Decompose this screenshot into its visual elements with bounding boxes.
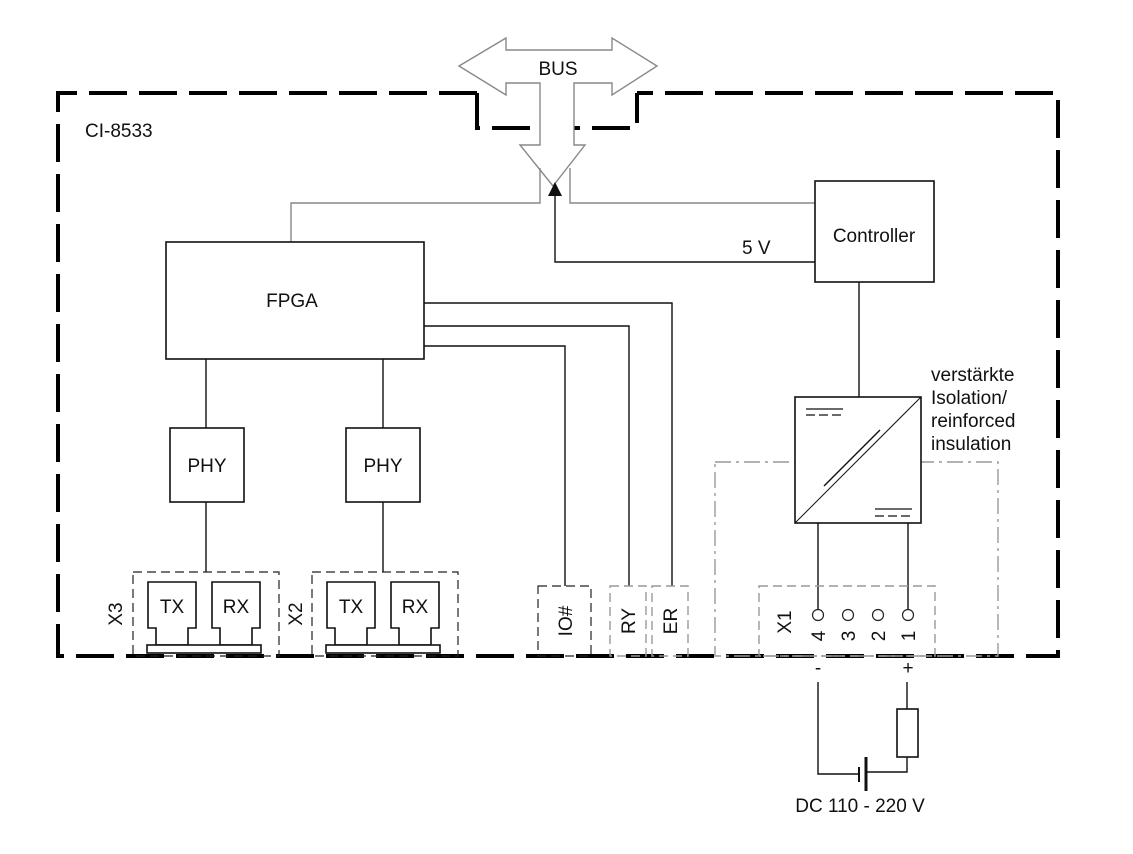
- fpga-block: [165, 241, 425, 360]
- isolation-note-line-4: insulation: [931, 434, 1011, 455]
- fpga-label: FPGA: [266, 291, 318, 312]
- plus-label: +: [902, 658, 913, 679]
- x3-label: X3: [106, 602, 127, 625]
- er-label: ER: [661, 608, 682, 634]
- power-supply-circuit: - + DC 110 - 220 V: [795, 658, 925, 817]
- wire-5v: [554, 196, 815, 263]
- isolation-note-line-3: reinforced: [931, 411, 1016, 432]
- device-label: CI-8533: [85, 121, 153, 142]
- dc-voltage-label: DC 110 - 220 V: [795, 796, 925, 817]
- controller-label: Controller: [833, 226, 916, 247]
- phy-left-label: PHY: [187, 456, 226, 477]
- controller-block: [814, 180, 935, 283]
- connector-ry: RY: [609, 585, 647, 657]
- isolation-note: verstärkte Isolation/ reinforced insulat…: [931, 365, 1016, 455]
- wire-controller-bus: [569, 168, 815, 204]
- isolation-note-line-2: Isolation/: [931, 388, 1008, 409]
- dcdc-converter-block: [794, 396, 922, 524]
- connector-er: ER: [651, 585, 689, 657]
- x1-label: X1: [775, 610, 796, 633]
- x1-pin-1-terminal: [901, 608, 915, 622]
- x1-pin-2-terminal: [871, 608, 885, 622]
- bus-arrow: BUS: [457, 36, 659, 188]
- io-label: IO#: [556, 605, 577, 636]
- arrow-up-icon: [548, 182, 562, 196]
- x3-rx-label: RX: [223, 597, 250, 618]
- phy-right-block: [345, 427, 421, 503]
- x1-pin-4-label: 4: [809, 630, 830, 641]
- phy-right-label: PHY: [363, 456, 402, 477]
- x2-tx-label: TX: [339, 597, 364, 618]
- x2-label: X2: [286, 602, 307, 625]
- x1-pin-4-terminal: [811, 608, 825, 622]
- connector-io: IO#: [537, 585, 592, 657]
- connector-x2: TX RX X2: [286, 571, 459, 657]
- x1-pin-2-label: 2: [869, 631, 890, 642]
- wire-fpga-bus: [290, 168, 541, 242]
- phy-left-block: [169, 427, 245, 503]
- label-5v: 5 V: [742, 238, 771, 259]
- wire-fpga-er: [424, 302, 673, 586]
- minus-label: -: [815, 658, 821, 679]
- connector-x3: TX RX X3: [106, 571, 280, 657]
- ry-label: RY: [619, 608, 640, 634]
- wire-fpga-io: [424, 345, 566, 586]
- x1-pin-3-terminal: [841, 608, 855, 622]
- x1-pin-1-label: 1: [899, 631, 920, 642]
- wire-fpga-ry: [424, 325, 630, 586]
- isolation-note-line-1: verstärkte: [931, 365, 1014, 386]
- bus-label: BUS: [538, 59, 577, 80]
- fuse-icon: [896, 708, 919, 758]
- connector-x1: X1 4 3 2 1: [758, 585, 936, 657]
- x3-tx-label: TX: [160, 597, 185, 618]
- x1-pin-3-label: 3: [839, 631, 860, 642]
- x2-rx-label: RX: [402, 597, 429, 618]
